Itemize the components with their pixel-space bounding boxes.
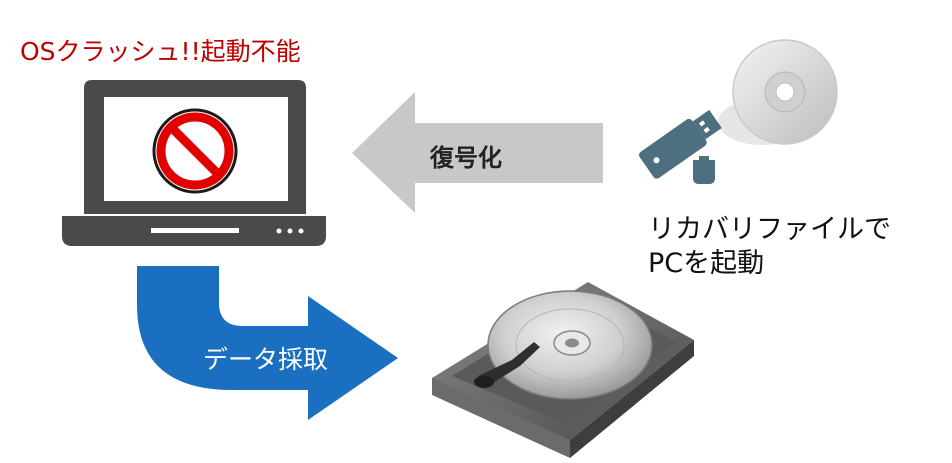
recovery-label-line1: リカバリファイルで bbox=[648, 214, 891, 245]
decrypt-label: 復号化 bbox=[430, 144, 502, 172]
cd-disc-icon bbox=[718, 39, 838, 145]
hard-drive-icon bbox=[432, 282, 694, 458]
decrypt-arrow bbox=[352, 92, 603, 213]
usb-drive-icon bbox=[639, 109, 722, 184]
crash-label: OSクラッシュ!!起動不能 bbox=[20, 37, 301, 66]
recovery-label-line2: PCを起動 bbox=[648, 248, 765, 279]
prohibited-icon bbox=[152, 108, 238, 194]
recovery-label: リカバリファイルで PCを起動 bbox=[648, 213, 891, 281]
extract-arrow bbox=[137, 266, 398, 420]
extract-label: データ採取 bbox=[203, 345, 329, 374]
